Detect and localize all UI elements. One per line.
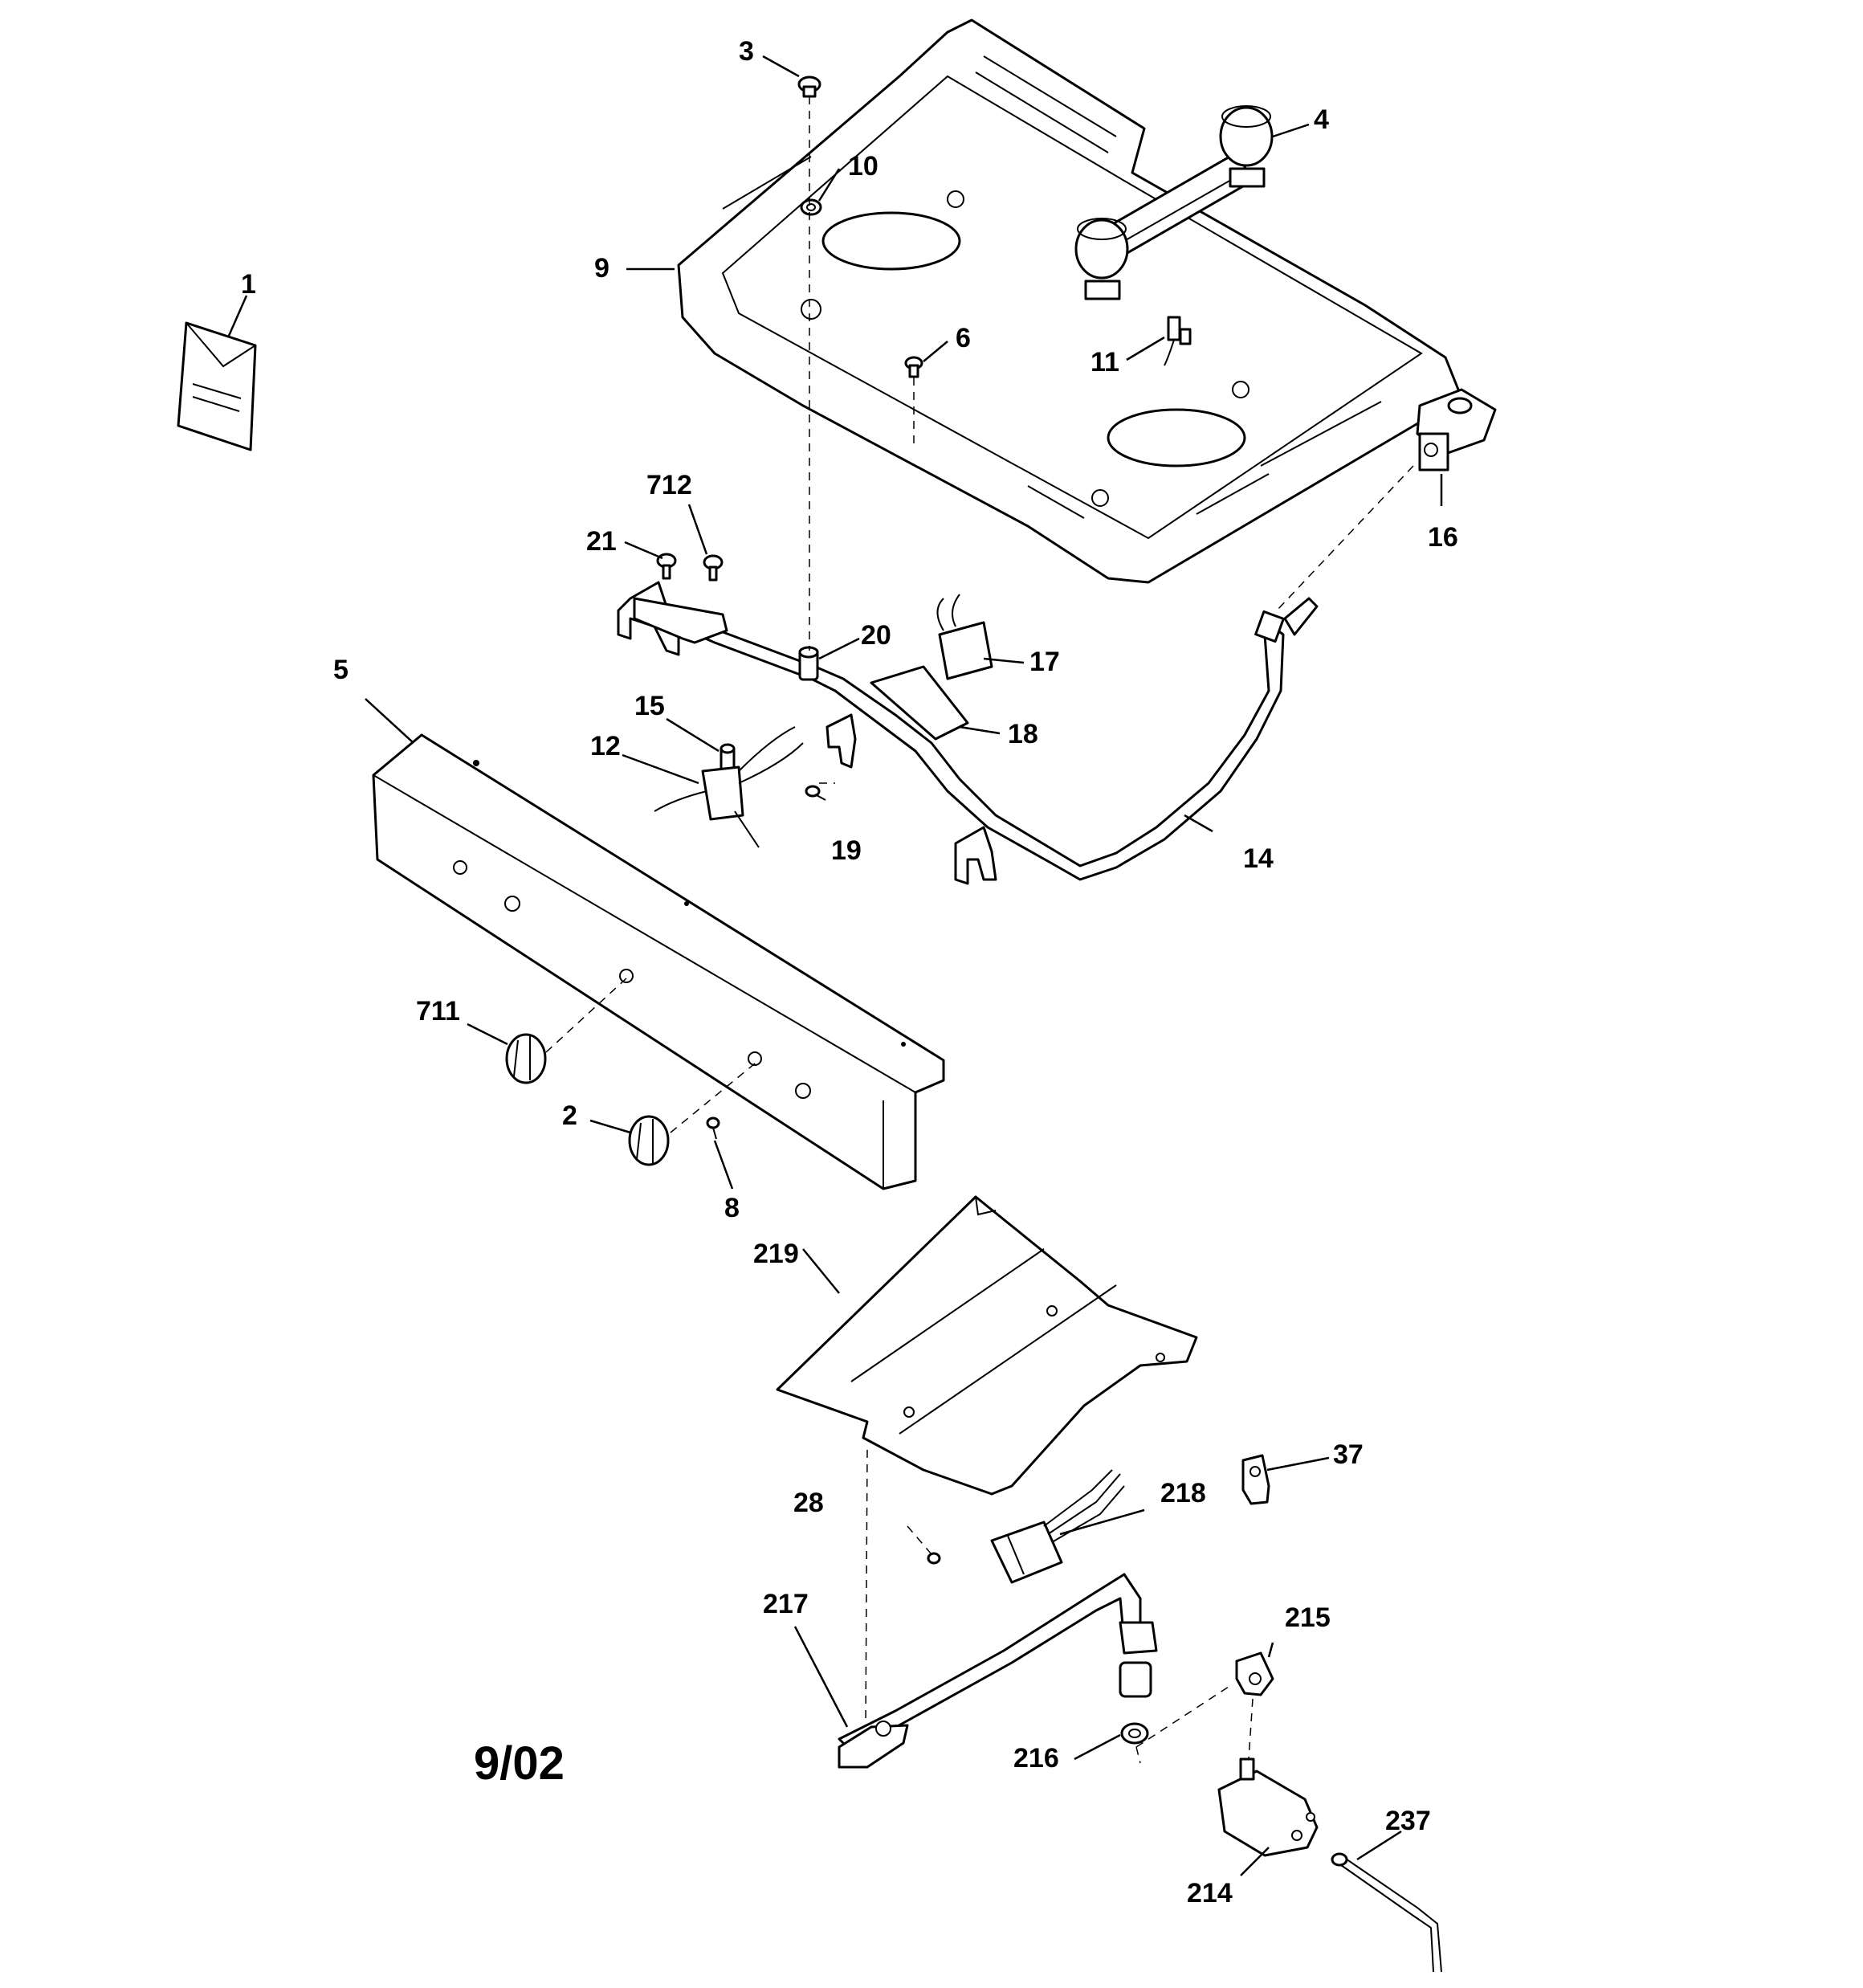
part-11-clip xyxy=(1164,316,1192,366)
callout-219: 219 xyxy=(753,1239,799,1269)
callout-1: 1 xyxy=(241,269,256,300)
callout-labels: 1 3 4 10 9 6 11 16 712 21 20 17 5 15 18 … xyxy=(241,36,1458,1908)
part-711-knob xyxy=(505,1033,547,1084)
part-14-end-bracket xyxy=(633,597,728,644)
callout-15: 15 xyxy=(634,691,665,721)
callout-14: 14 xyxy=(1243,843,1274,874)
callout-3: 3 xyxy=(739,36,754,67)
callout-4: 4 xyxy=(1314,104,1329,135)
part-19-screw xyxy=(805,785,826,801)
part-17-ignitor-switch xyxy=(936,594,993,680)
callout-9: 9 xyxy=(594,253,609,284)
callout-237: 237 xyxy=(1385,1806,1431,1836)
callout-711: 711 xyxy=(416,996,460,1027)
callout-218: 218 xyxy=(1160,1478,1206,1508)
callout-215: 215 xyxy=(1285,1602,1331,1633)
part-15-valve xyxy=(720,743,736,773)
part-712-screw xyxy=(703,554,724,582)
part-18-bracket xyxy=(870,665,969,741)
part-1-envelope xyxy=(177,321,257,451)
part-6-screw xyxy=(904,356,923,378)
callout-216: 216 xyxy=(1013,1743,1059,1774)
leader-lines xyxy=(227,55,1443,1876)
callout-6: 6 xyxy=(956,323,971,353)
callout-8: 8 xyxy=(724,1193,740,1223)
callout-5: 5 xyxy=(333,655,349,685)
callout-37: 37 xyxy=(1333,1439,1364,1470)
part-2-knob xyxy=(628,1115,670,1166)
part-37-bracket xyxy=(1241,1454,1270,1505)
callout-712: 712 xyxy=(646,470,692,500)
part-217-oven-burner xyxy=(838,1573,1158,1769)
callout-11: 11 xyxy=(1090,347,1119,378)
part-4-burner-valves xyxy=(1074,105,1274,300)
part-20-orifice xyxy=(798,646,819,681)
callout-19: 19 xyxy=(831,835,862,866)
part-219-shield xyxy=(776,1195,1198,1496)
callout-17: 17 xyxy=(1029,647,1060,677)
callout-21: 21 xyxy=(586,526,617,557)
callout-28: 28 xyxy=(793,1488,824,1518)
callout-214: 214 xyxy=(1187,1878,1233,1908)
part-21-screw xyxy=(656,553,677,580)
assembly-lines xyxy=(545,96,1414,1764)
callout-2: 2 xyxy=(562,1100,577,1131)
date-code: 9/02 xyxy=(474,1737,565,1790)
part-16-regulator xyxy=(1416,388,1497,471)
callout-10: 10 xyxy=(848,151,879,182)
part-214-safety-valve xyxy=(1217,1757,1319,1857)
part-14-bracket-mid xyxy=(826,713,857,769)
part-10-grommet xyxy=(800,198,822,216)
part-216-nut xyxy=(1119,1661,1152,1745)
part-237-tubing xyxy=(1331,1852,1442,1973)
callout-20: 20 xyxy=(861,620,891,651)
part-12-spark-switch xyxy=(654,726,804,848)
callout-217: 217 xyxy=(763,1589,809,1619)
part-218-electrode xyxy=(990,1469,1125,1584)
callout-12: 12 xyxy=(590,731,621,761)
part-8-screw xyxy=(706,1116,720,1140)
callout-16: 16 xyxy=(1428,522,1458,553)
part-5-control-panel xyxy=(372,733,945,1190)
part-3-screw xyxy=(797,76,821,98)
callout-18: 18 xyxy=(1008,719,1038,749)
part-14-bracket-right xyxy=(954,826,997,885)
part-215-bracket xyxy=(1235,1651,1274,1696)
part-28-screw xyxy=(927,1552,941,1565)
part-9-burner-box xyxy=(677,18,1463,584)
